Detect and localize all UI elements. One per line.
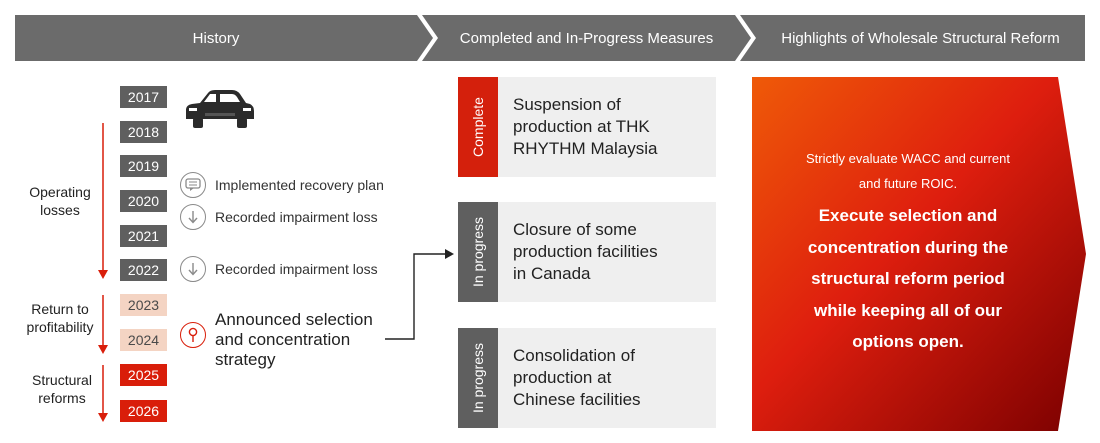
speech-bubble-icon: [180, 172, 206, 198]
year-2018: 2018: [120, 121, 167, 143]
status-badge: Complete: [458, 77, 498, 177]
header-measures: Completed and In-Progress Measures: [459, 29, 714, 47]
header-bar: [15, 15, 1085, 61]
event-recovery-plan: Implemented recovery plan: [180, 172, 384, 198]
down-arrow-icon: [180, 204, 206, 230]
year-2023: 2023: [120, 294, 167, 316]
timeline-arrows: [98, 123, 108, 422]
header-history-shape: [15, 15, 433, 61]
event-selection-strategy: Announced selection and concentration st…: [180, 310, 373, 370]
event-impairment-loss-2: Recorded impairment loss: [180, 256, 378, 282]
event-text: Announced selection and concentration st…: [215, 310, 373, 369]
measure-text: Consolidation of production at Chinese f…: [513, 346, 641, 409]
year-2026: 2026: [120, 400, 167, 422]
highlight-main-text: Execute selection and concentration duri…: [807, 206, 1009, 351]
location-pin-icon: [180, 322, 206, 348]
measure-text: Closure of some production facilities in…: [513, 220, 658, 283]
header-highlights: Highlights of Wholesale Structural Refor…: [781, 29, 1060, 47]
car-icon: [186, 90, 254, 128]
event-text: Implemented recovery plan: [215, 177, 384, 193]
event-impairment-loss-1: Recorded impairment loss: [180, 204, 378, 230]
measure-card-china: In progress Consolidation of production …: [458, 328, 716, 428]
status-badge: In progress: [458, 328, 498, 428]
phase-operating-losses: Operating losses: [29, 184, 91, 218]
status-badge: In progress: [458, 202, 498, 302]
header-history: History: [192, 29, 240, 47]
year-2019: 2019: [120, 155, 167, 177]
event-text: Recorded impairment loss: [215, 261, 378, 277]
phase-return-to-profitability: Return to profitability: [26, 301, 94, 335]
measure-card-malaysia: Complete Suspension of production at THK…: [458, 77, 716, 177]
year-2021: 2021: [120, 225, 167, 247]
year-2024: 2024: [120, 329, 167, 351]
connector-arrow: [385, 249, 454, 340]
header-highlights-shape: [740, 15, 1085, 61]
event-text: Recorded impairment loss: [215, 209, 378, 225]
down-arrow-icon: [180, 256, 206, 282]
highlight-small-text: Strictly evaluate WACC and current and f…: [806, 151, 1010, 191]
phase-structural-reforms: Structural reforms: [32, 372, 92, 406]
year-2025: 2025: [120, 364, 167, 386]
measure-text: Suspension of production at THK RHYTHM M…: [513, 95, 658, 158]
year-2022: 2022: [120, 259, 167, 281]
highlight-arrow-shape: [752, 77, 1086, 431]
year-2020: 2020: [120, 190, 167, 212]
measure-card-canada: In progress Closure of some production f…: [458, 202, 716, 302]
header-measures-shape: [422, 15, 751, 61]
year-2017: 2017: [120, 86, 167, 108]
